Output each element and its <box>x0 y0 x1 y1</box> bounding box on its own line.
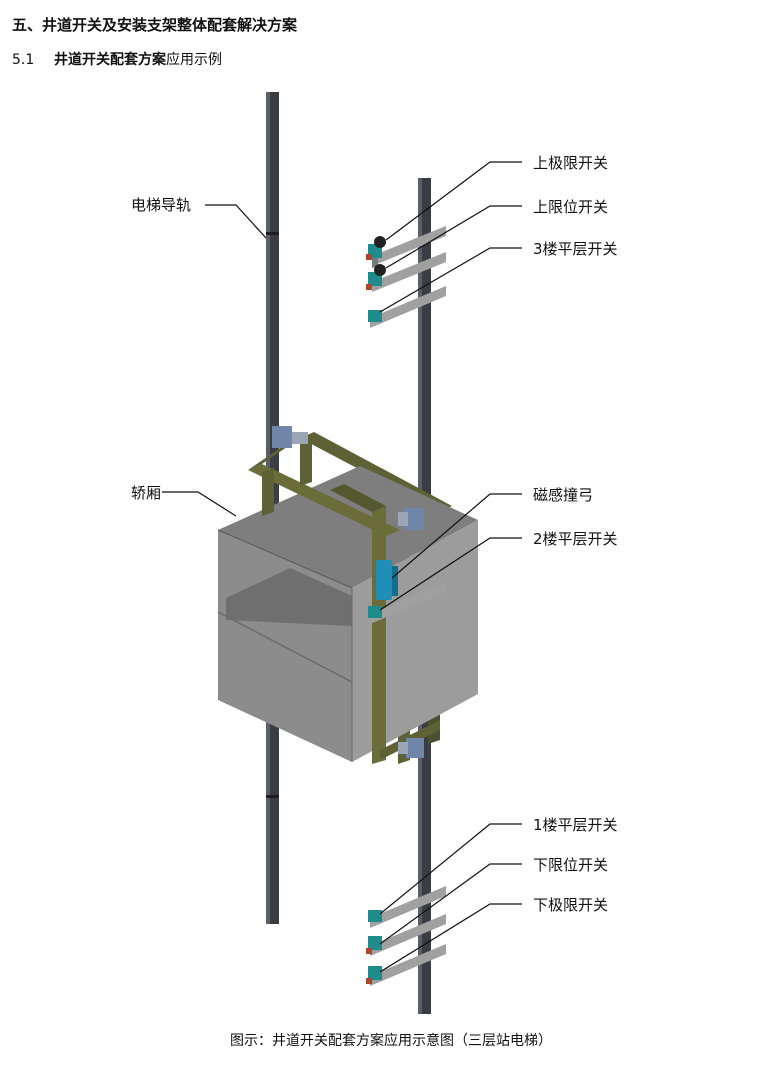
label-floor3-leveling: 3楼平层开关 <box>533 240 618 258</box>
label-car: 轿厢 <box>131 484 161 502</box>
leader-upper-limit <box>385 205 522 269</box>
section-heading: 五、井道开关及安装支架整体配套解决方案 <box>12 16 298 34</box>
leader-upper-limit-extreme <box>385 161 522 241</box>
label-floor1-leveling: 1楼平层开关 <box>533 816 618 834</box>
leader-lower-limit-extreme <box>379 903 522 973</box>
label-magnetic-striker: 磁感撞弓 <box>533 486 593 504</box>
guide-shoe-lower-right <box>398 738 424 758</box>
leader-lines <box>162 161 522 973</box>
label-lower-limit: 下限位开关 <box>533 856 608 874</box>
subsection-title-rest: 应用示例 <box>166 52 222 68</box>
label-upper-limit: 上限位开关 <box>533 198 608 216</box>
leader-car <box>162 491 237 517</box>
subsection-number: 5.1 <box>12 52 35 68</box>
magnetic-striker <box>376 560 398 600</box>
leader-floor2-leveling <box>379 537 522 611</box>
label-upper-limit-extreme: 上极限开关 <box>533 154 608 172</box>
leader-floor1-leveling <box>379 823 522 915</box>
subsection-heading: 5.1 井道开关配套方案应用示例 <box>12 49 222 69</box>
label-guide-rail: 电梯导轨 <box>131 196 191 214</box>
leader-magnetic-striker <box>391 493 522 579</box>
leader-lower-limit <box>379 863 522 945</box>
figure-caption: 图示：井道开关配套方案应用示意图（三层站电梯） <box>230 1033 552 1049</box>
switch-floor1-leveling <box>368 886 446 928</box>
leader-guide-rail <box>205 204 267 239</box>
leader-floor3-leveling <box>379 247 522 313</box>
switch-floor3-leveling <box>368 286 446 328</box>
subsection-title-bold: 井道开关配套方案 <box>54 52 166 68</box>
switch-upper-limit <box>366 252 446 292</box>
switch-upper-limit-extreme <box>366 226 446 268</box>
label-lower-limit-extreme: 下极限开关 <box>533 896 608 914</box>
label-floor2-leveling: 2楼平层开关 <box>533 530 618 548</box>
guide-shoe-upper-right <box>398 508 424 530</box>
switch-lower-limit <box>366 914 446 956</box>
guide-shoe-upper-left <box>272 426 308 448</box>
switch-lower-limit-extreme <box>366 944 446 986</box>
switch-floor2-leveling <box>368 582 446 624</box>
